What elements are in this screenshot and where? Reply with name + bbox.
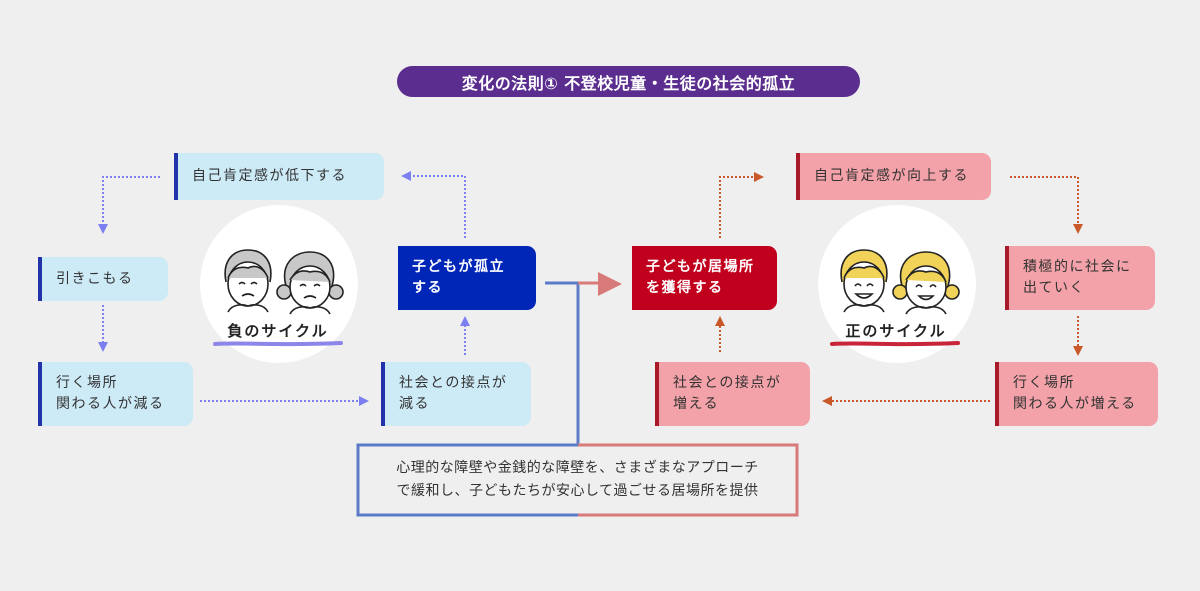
arrow-isolated-to-self-esteem	[401, 171, 466, 238]
pos-places-box: 行く場所 関わる人が増える	[995, 362, 1158, 426]
pos-place-found-box: 子どもが居場所 を獲得する	[632, 246, 777, 310]
negative-cycle-label: 負のサイクル	[227, 322, 329, 340]
positive-cycle-label: 正のサイクル	[845, 322, 947, 340]
bridge-connector-red-box	[578, 443, 799, 517]
neg-contact-box: 社会との接点が 減る	[381, 362, 531, 426]
page-title: 変化の法則① 不登校児童・生徒の社会的孤立	[397, 66, 860, 97]
neg-isolated-box: 子どもが孤立 する	[398, 246, 536, 310]
bridge-arrow-head	[598, 272, 622, 296]
arrow-self-esteem-to-withdraw	[98, 176, 160, 234]
sad-children-icon	[224, 249, 344, 315]
neg-places-box: 行く場所 関わる人が減る	[38, 362, 193, 426]
negative-cycle-underline	[213, 341, 343, 347]
arrow-place-to-self-esteem	[719, 172, 764, 238]
neg-self-esteem-box: 自己肯定感が低下する	[174, 153, 384, 200]
bridge-note: 心理的な障壁や金銭的な障壁を、さまざまなアプローチ で緩和し、子どもたちが安心し…	[396, 460, 759, 499]
neg-withdraw-box: 引きこもる	[38, 257, 168, 301]
positive-cycle-underline	[830, 341, 960, 347]
pos-contact-box: 社会との接点が 増える	[655, 362, 810, 426]
bridge-connector-blue	[356, 281, 580, 517]
arrow-self-esteem-to-go-out	[1010, 176, 1083, 234]
happy-children-icon	[840, 249, 960, 315]
pos-go-out-box: 積極的に社会に 出ていく	[1005, 246, 1155, 310]
pos-self-esteem-box: 自己肯定感が向上する	[796, 153, 991, 200]
